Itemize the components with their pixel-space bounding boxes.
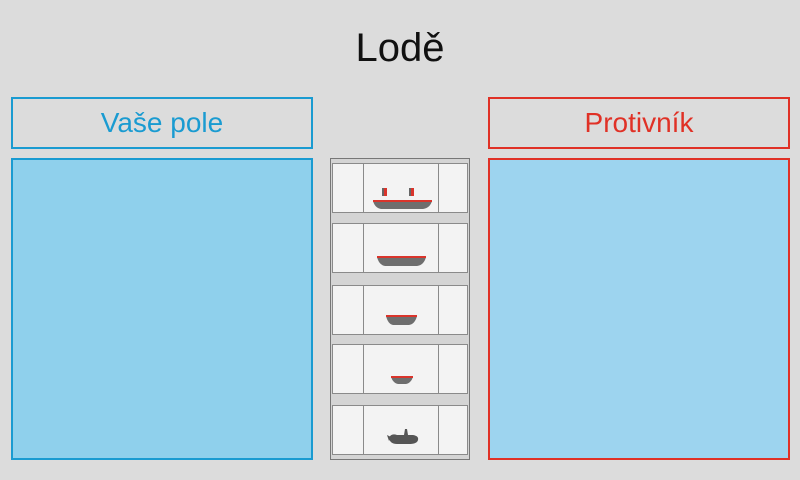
ship-slot-submarine[interactable] <box>332 405 468 455</box>
your-field-header: Vaše pole <box>11 97 313 149</box>
enemy-field-header: Protivník <box>488 97 790 149</box>
page-title: Lodě <box>355 26 445 70</box>
your-game-board[interactable] <box>11 158 313 460</box>
ship-slot-battleship[interactable] <box>332 163 468 213</box>
ship-selector-panel <box>330 158 470 460</box>
enemy-game-board[interactable] <box>488 158 790 460</box>
ship-slot-patrol-boat[interactable] <box>332 344 468 394</box>
ship-slot-destroyer[interactable] <box>332 285 468 335</box>
your-field-label: Vaše pole <box>100 107 224 138</box>
submarine-icon <box>387 429 419 444</box>
destroyer-icon <box>386 315 417 325</box>
battleship-icon <box>373 188 432 209</box>
ship-slot-cruiser[interactable] <box>332 223 468 273</box>
enemy-field-label: Protivník <box>584 107 694 138</box>
patrol-boat-icon <box>391 376 413 384</box>
cruiser-icon <box>377 256 426 266</box>
